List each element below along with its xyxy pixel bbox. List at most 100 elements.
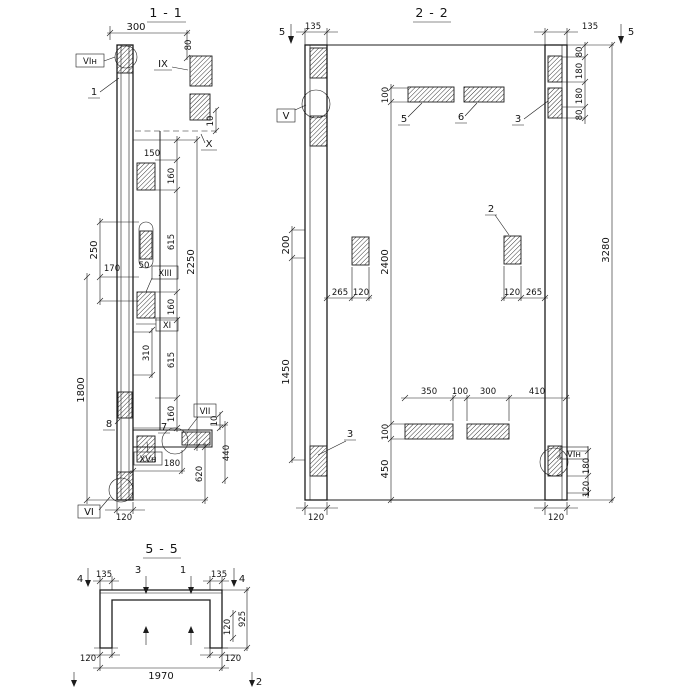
dim-80-b: 80 [575,110,585,121]
dim-135-left: 135 [305,22,321,32]
hatched-block [139,230,153,260]
dim-50: 50 [139,261,150,271]
cut-marker-lines [73,568,253,682]
hatched-block [407,86,455,103]
dim-440: 440 [222,445,232,461]
hatched-block [189,93,211,121]
cut-arrow [188,587,194,594]
dimension-lines [291,28,614,515]
dim-2400: 2400 [380,249,391,274]
dim-10-top: 10 [206,116,216,127]
dim-925: 925 [238,611,248,627]
dim-1970: 1970 [148,671,173,682]
cut-arrow [188,626,194,633]
dimension-ticks [83,29,229,514]
dim-250: 250 [89,240,100,259]
pos-1: 1 [91,87,97,98]
leader-lines [98,56,206,511]
cut-5-left: 5 [279,27,285,38]
dim-100-mid: 100 [452,387,468,397]
cut-5-right: 5 [628,27,634,38]
label-underlines [344,122,524,441]
section-5-5: 5 - 5 4 135 3 1 135 4 120 925 120 1970 1… [71,541,262,688]
cut-arrow [231,580,237,587]
dim-310: 310 [142,345,152,361]
dim-615-b: 615 [167,352,177,368]
section-title: 2 - 2 [415,5,448,20]
dim-120-bottom-left: 120 [308,513,324,523]
label-box [151,265,179,280]
dim-300: 300 [480,387,496,397]
left-column-outline [304,44,328,501]
label-x: X [206,139,213,150]
dim-2250: 2250 [186,249,197,274]
section-1-1: 1 - 1 [75,5,232,523]
section-title: 1 - 1 [149,5,182,20]
pos-3-top: 3 [515,114,521,125]
label-xvn: XVн [139,455,156,465]
dim-350: 350 [421,387,437,397]
hatched-block [309,445,328,477]
hatched-block [136,435,156,463]
dim-100-low: 100 [381,424,391,440]
cut-4-left: 4 [77,574,83,585]
hatched-block [503,235,522,265]
hatched-block [189,55,213,87]
pos-2: 2 [488,204,494,215]
label-xiii: XIII [158,269,171,279]
label-underlines [88,69,217,434]
dim-170: 170 [104,264,120,274]
hatched-block [136,162,156,191]
dim-265-left: 265 [332,288,348,298]
dim-120-bottom-right: 120 [548,513,564,523]
dim-120-side: 120 [223,619,233,635]
slot-outline [138,221,154,269]
dim-450: 450 [380,459,391,478]
cut-arrow [143,626,149,633]
label-box [559,446,589,460]
dim-120-br: 120 [582,481,592,497]
cut-2: 2 [256,677,262,688]
hatched-block [117,391,133,419]
pos-7: 7 [161,422,167,433]
dim-10-vii: 10 [210,416,220,427]
dim-410: 410 [529,387,545,397]
hatched-block [136,291,156,319]
cut-arrow [618,36,624,44]
label-box [276,108,296,123]
label-vin-top: VIн [83,57,97,67]
dim-265-right: 265 [526,288,542,298]
hatched-block [547,55,563,83]
section-title: 5 - 5 [145,541,178,556]
dimension-lines [87,576,249,671]
pos-5: 5 [401,114,407,125]
dim-3280: 3280 [601,237,612,262]
hatched-block [309,47,328,79]
dim-1450: 1450 [281,359,292,384]
dim-120-bottom-right: 120 [225,654,241,664]
cut-arrow [85,580,91,587]
dim-80: 80 [184,40,194,51]
cut-3: 3 [135,565,141,576]
detail-circle [108,477,134,503]
dim-120-bottom-left: 120 [80,654,96,664]
label-ix: IX [158,59,168,70]
detail-circle [539,447,569,477]
dim-1800: 1800 [76,377,87,402]
dim-135-right: 135 [582,22,598,32]
hatched-block [309,115,328,147]
dim-200: 200 [281,235,292,254]
flange-outline [132,429,213,448]
cut-arrow [249,680,255,687]
label-v: V [283,111,290,122]
label-box [193,403,217,418]
cut-1: 1 [180,565,186,576]
dim-160-b: 160 [167,299,177,315]
hatched-block [351,236,370,266]
cut-arrow [288,36,294,44]
dim-80-a: 80 [575,47,585,58]
dim-160-a: 160 [167,168,177,184]
dim-180-br: 180 [582,458,592,474]
dim-120-left: 120 [353,288,369,298]
label-box [77,504,101,519]
